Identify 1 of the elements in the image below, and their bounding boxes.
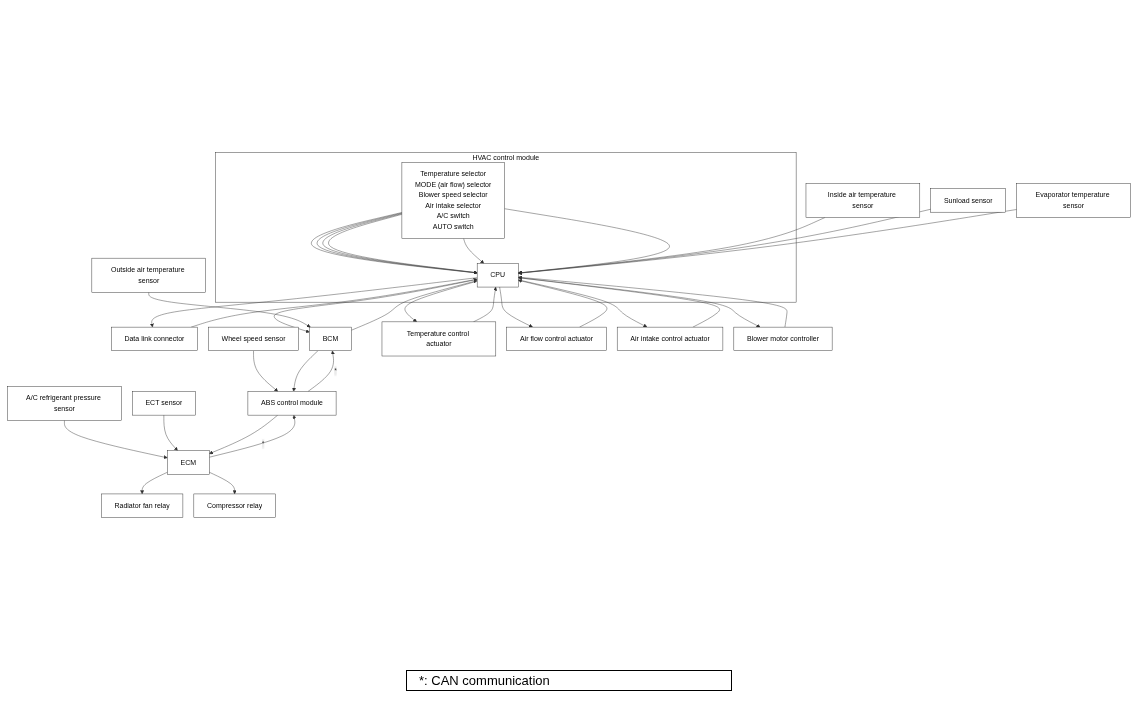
legend-note: *: CAN communication [406,670,732,691]
